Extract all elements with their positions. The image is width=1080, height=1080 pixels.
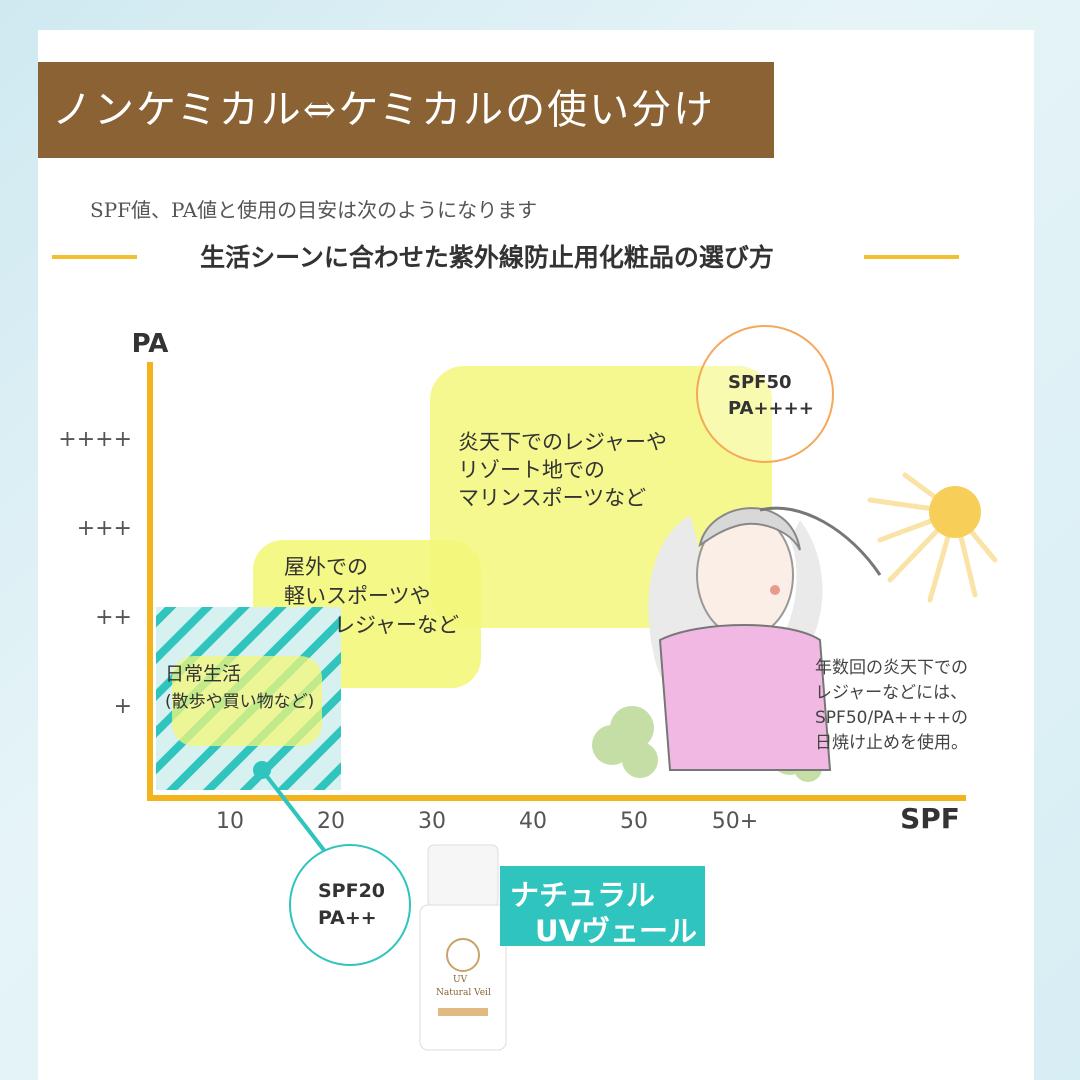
x-axis-title: SPF <box>900 802 960 835</box>
spf20-callout-line: SPF20 <box>318 880 386 902</box>
callout-dot <box>253 761 271 779</box>
side-annotation-line: 年数回の炎天下での <box>815 658 968 678</box>
x-tick-label: 50+ <box>712 809 758 834</box>
side-annotation-line: SPF50/PA++++の <box>815 708 968 728</box>
zone-label-line: 軽いスポーツや <box>284 584 431 608</box>
intro-text: SPF値、PA値と使用の目安は次のようになります <box>90 198 538 222</box>
zone-label-line: 屋外での <box>284 555 368 579</box>
heading-line-left <box>52 255 137 259</box>
x-tick-label: 30 <box>418 809 446 834</box>
zone-label-line: (散歩や買い物など) <box>165 692 315 712</box>
title-banner: ノンケミカル⇔ケミカルの使い分け <box>38 62 774 158</box>
spf20-callout-line: PA++ <box>318 907 377 929</box>
zone-area-daily-highlight <box>172 656 322 746</box>
y-tick-label: + <box>114 694 132 719</box>
x-tick-label: 20 <box>317 809 345 834</box>
product-bottle-image <box>419 844 507 1051</box>
side-annotation-line: レジャーなどには、 <box>815 683 968 703</box>
banner-title: ノンケミカル⇔ケミカルの使い分け <box>52 87 716 133</box>
zone-label-line: リゾート地での <box>458 458 605 482</box>
zone-label-line: 日常生活 <box>165 663 242 685</box>
zone-label-line: マリンスポーツなど <box>458 486 647 510</box>
heading-line-right <box>864 255 959 259</box>
spf20-callout-label: SPF20 PA++ <box>318 878 385 932</box>
x-tick-label: 40 <box>519 809 547 834</box>
spf50-callout-label: SPF50 PA++++ <box>728 370 814 422</box>
woman-illustration <box>648 506 882 771</box>
product-name-line1: ナチュラル <box>510 878 656 912</box>
spf50-callout-line: PA++++ <box>728 398 814 419</box>
side-annotation: 年数回の炎天下での レジャーなどには、 SPF50/PA++++の 日焼け止めを… <box>815 656 968 756</box>
y-tick-label: ++ <box>95 605 132 630</box>
spf50-callout-circle <box>696 325 834 463</box>
zone-label-line: レジャーなど <box>334 613 459 637</box>
zone-label-outdoor: 屋外での 軽いスポーツや レジャーなど <box>284 553 459 640</box>
bottle-label-name: Natural Veil <box>436 988 491 998</box>
bottle-label-uv: UV <box>453 975 468 985</box>
product-name-box: ナチュラル UVヴェール <box>500 866 705 948</box>
callout-connector <box>260 768 332 860</box>
y-axis-title: PA <box>132 329 169 359</box>
y-tick-label: +++ <box>77 516 132 541</box>
y-tick-label: ++++ <box>58 427 132 452</box>
product-name-line2: UVヴェール <box>535 914 697 948</box>
chart-heading: 生活シーンに合わせた紫外線防止用化粧品の選び方 <box>52 236 959 276</box>
heading-title: 生活シーンに合わせた紫外線防止用化粧品の選び方 <box>200 243 774 272</box>
zone-label-line: 炎天下でのレジャーや <box>458 430 667 454</box>
x-tick-label: 50 <box>620 809 648 834</box>
x-tick-label: 10 <box>216 809 244 834</box>
side-annotation-line: 日焼け止めを使用。 <box>815 733 968 753</box>
spf50-callout-line: SPF50 <box>728 372 792 393</box>
sun-icon <box>867 472 998 603</box>
zone-label-leisure: 炎天下でのレジャーや リゾート地での マリンスポーツなど <box>458 428 667 512</box>
spf20-callout-circle <box>289 844 411 966</box>
zone-label-daily: 日常生活 (散歩や買い物など) <box>165 660 314 716</box>
